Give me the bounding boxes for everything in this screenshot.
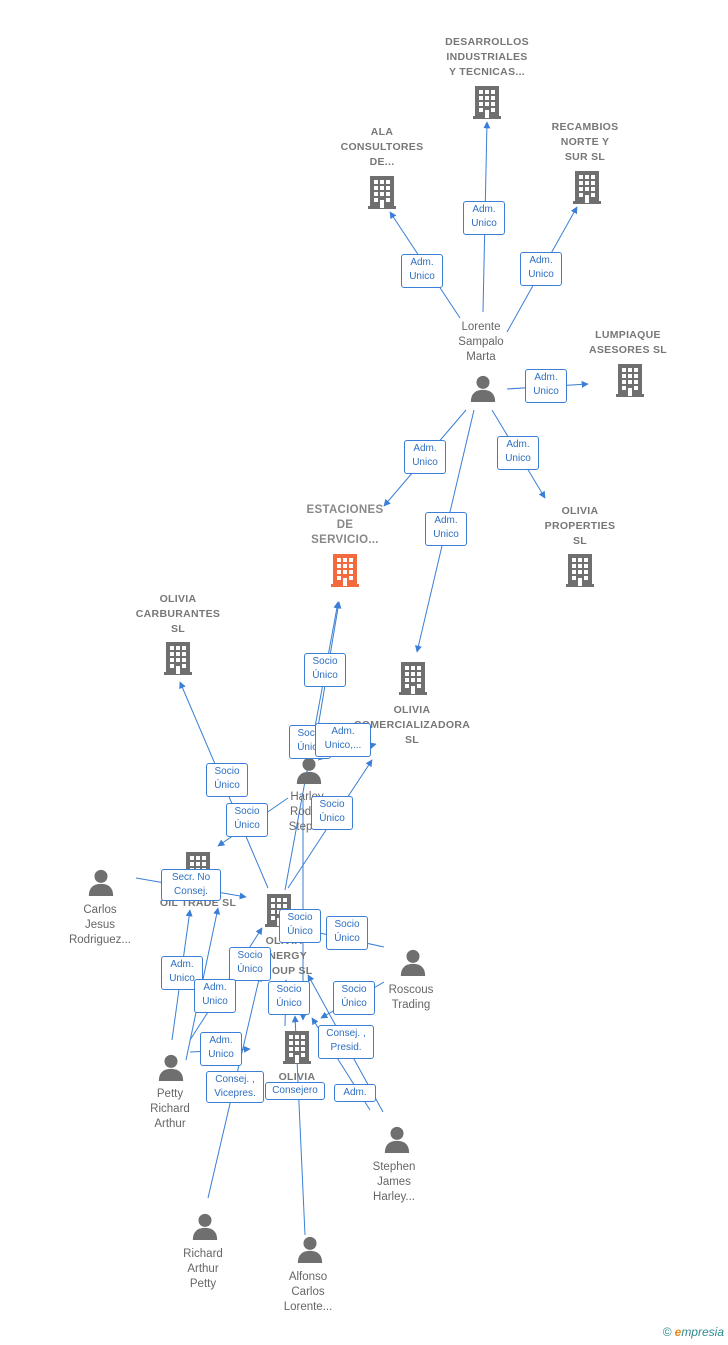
edge-role-label[interactable]: Consejero: [265, 1082, 325, 1100]
person-label-alfonso[interactable]: Alfonso Carlos Lorente...: [283, 1271, 333, 1313]
focus-company-building-icon[interactable]: [331, 554, 359, 587]
copyright-icon: ©: [662, 1325, 672, 1339]
brand-name: mpresia: [681, 1325, 724, 1339]
person-icon[interactable]: [296, 757, 322, 784]
company-building-icon[interactable]: [573, 171, 601, 204]
person-icon[interactable]: [470, 375, 496, 402]
edge-role-label[interactable]: Socio Único: [268, 981, 310, 1015]
person-label-petty[interactable]: Petty Richard Arthur: [150, 1088, 190, 1130]
company-building-icon[interactable]: [566, 554, 594, 587]
company-label-olivia_properties[interactable]: OLIVIA PROPERTIES SL: [544, 505, 616, 547]
person-icon[interactable]: [384, 1126, 410, 1153]
edge-role-label[interactable]: Socio Único: [226, 803, 268, 837]
company-building-icon[interactable]: [473, 86, 501, 119]
edge-role-label[interactable]: Adm. Unico: [200, 1032, 242, 1066]
person-label-richard[interactable]: Richard Arthur Petty: [183, 1248, 223, 1290]
edges-layer: [135, 121, 589, 1236]
edge-role-label[interactable]: Socio Único: [206, 763, 248, 797]
company-building-icon[interactable]: [399, 662, 427, 695]
edge-role-label[interactable]: Socio Único: [311, 796, 353, 830]
company-label-olivia_comercializadora[interactable]: OLIVIA COMERCIALIZADORA SL: [353, 704, 471, 746]
company-label-lumpiaque[interactable]: LUMPIAQUE ASESORES SL: [589, 329, 667, 356]
edge-role-label[interactable]: Socio Único: [279, 909, 321, 943]
edge-role-label[interactable]: Consej. , Vicepres.: [206, 1071, 264, 1103]
edge-role-label[interactable]: Adm. Unico,...: [315, 723, 371, 757]
edge-role-label[interactable]: Socio Único: [229, 947, 271, 981]
edge-role-label[interactable]: Adm. Unico: [401, 254, 443, 288]
brand-initial: e: [674, 1325, 682, 1339]
empresia-watermark: ©empresia: [663, 1325, 724, 1339]
edge-role-label[interactable]: Adm. Unico: [525, 369, 567, 403]
person-label-carlos[interactable]: Carlos Jesus Rodriguez...: [68, 904, 131, 946]
edge-role-label[interactable]: Consej. , Presid.: [318, 1025, 374, 1059]
person-label-lorente_sampalo[interactable]: Lorente Sampalo Marta: [458, 321, 504, 363]
edge-role-label[interactable]: Adm. Unico: [520, 252, 562, 286]
company-label-ala[interactable]: ALA CONSULTORES DE...: [340, 126, 424, 168]
edge-role-label[interactable]: Socio Único: [326, 916, 368, 950]
edge-role-label[interactable]: Adm. Unico: [497, 436, 539, 470]
person-icon[interactable]: [158, 1054, 184, 1081]
edge-role-label[interactable]: Adm. Unico: [194, 979, 236, 1013]
company-building-icon[interactable]: [283, 1031, 311, 1064]
company-label-olivia_carburantes[interactable]: OLIVIA CARBURANTES SL: [135, 593, 221, 635]
edge-role-label[interactable]: Socio Único: [304, 653, 346, 687]
edge-role-label[interactable]: Secr. No Consej.: [161, 869, 221, 901]
person-icon[interactable]: [400, 949, 426, 976]
person-icon[interactable]: [192, 1213, 218, 1240]
focus-label-estaciones[interactable]: ESTACIONES DE SERVICIO...: [306, 504, 384, 546]
edge-role-label[interactable]: Socio Único: [333, 981, 375, 1015]
company-label-recambios[interactable]: RECAMBIOS NORTE Y SUR SL: [551, 121, 619, 163]
edge-role-label[interactable]: Adm.: [334, 1084, 376, 1102]
company-label-desarrollos[interactable]: DESARROLLOS INDUSTRIALES Y TECNICAS...: [445, 36, 529, 78]
company-building-icon[interactable]: [368, 176, 396, 209]
company-building-icon[interactable]: [164, 642, 192, 675]
person-label-roscous[interactable]: Roscous Trading: [388, 984, 434, 1011]
edge-role-label[interactable]: Adm. Unico: [463, 201, 505, 235]
person-icon[interactable]: [297, 1236, 323, 1263]
edge-role-label[interactable]: Adm. Unico: [425, 512, 467, 546]
person-label-stephen[interactable]: Stephen James Harley...: [372, 1161, 416, 1203]
edge-role-label[interactable]: Adm. Unico: [404, 440, 446, 474]
person-icon[interactable]: [88, 869, 114, 896]
company-building-icon[interactable]: [616, 364, 644, 397]
